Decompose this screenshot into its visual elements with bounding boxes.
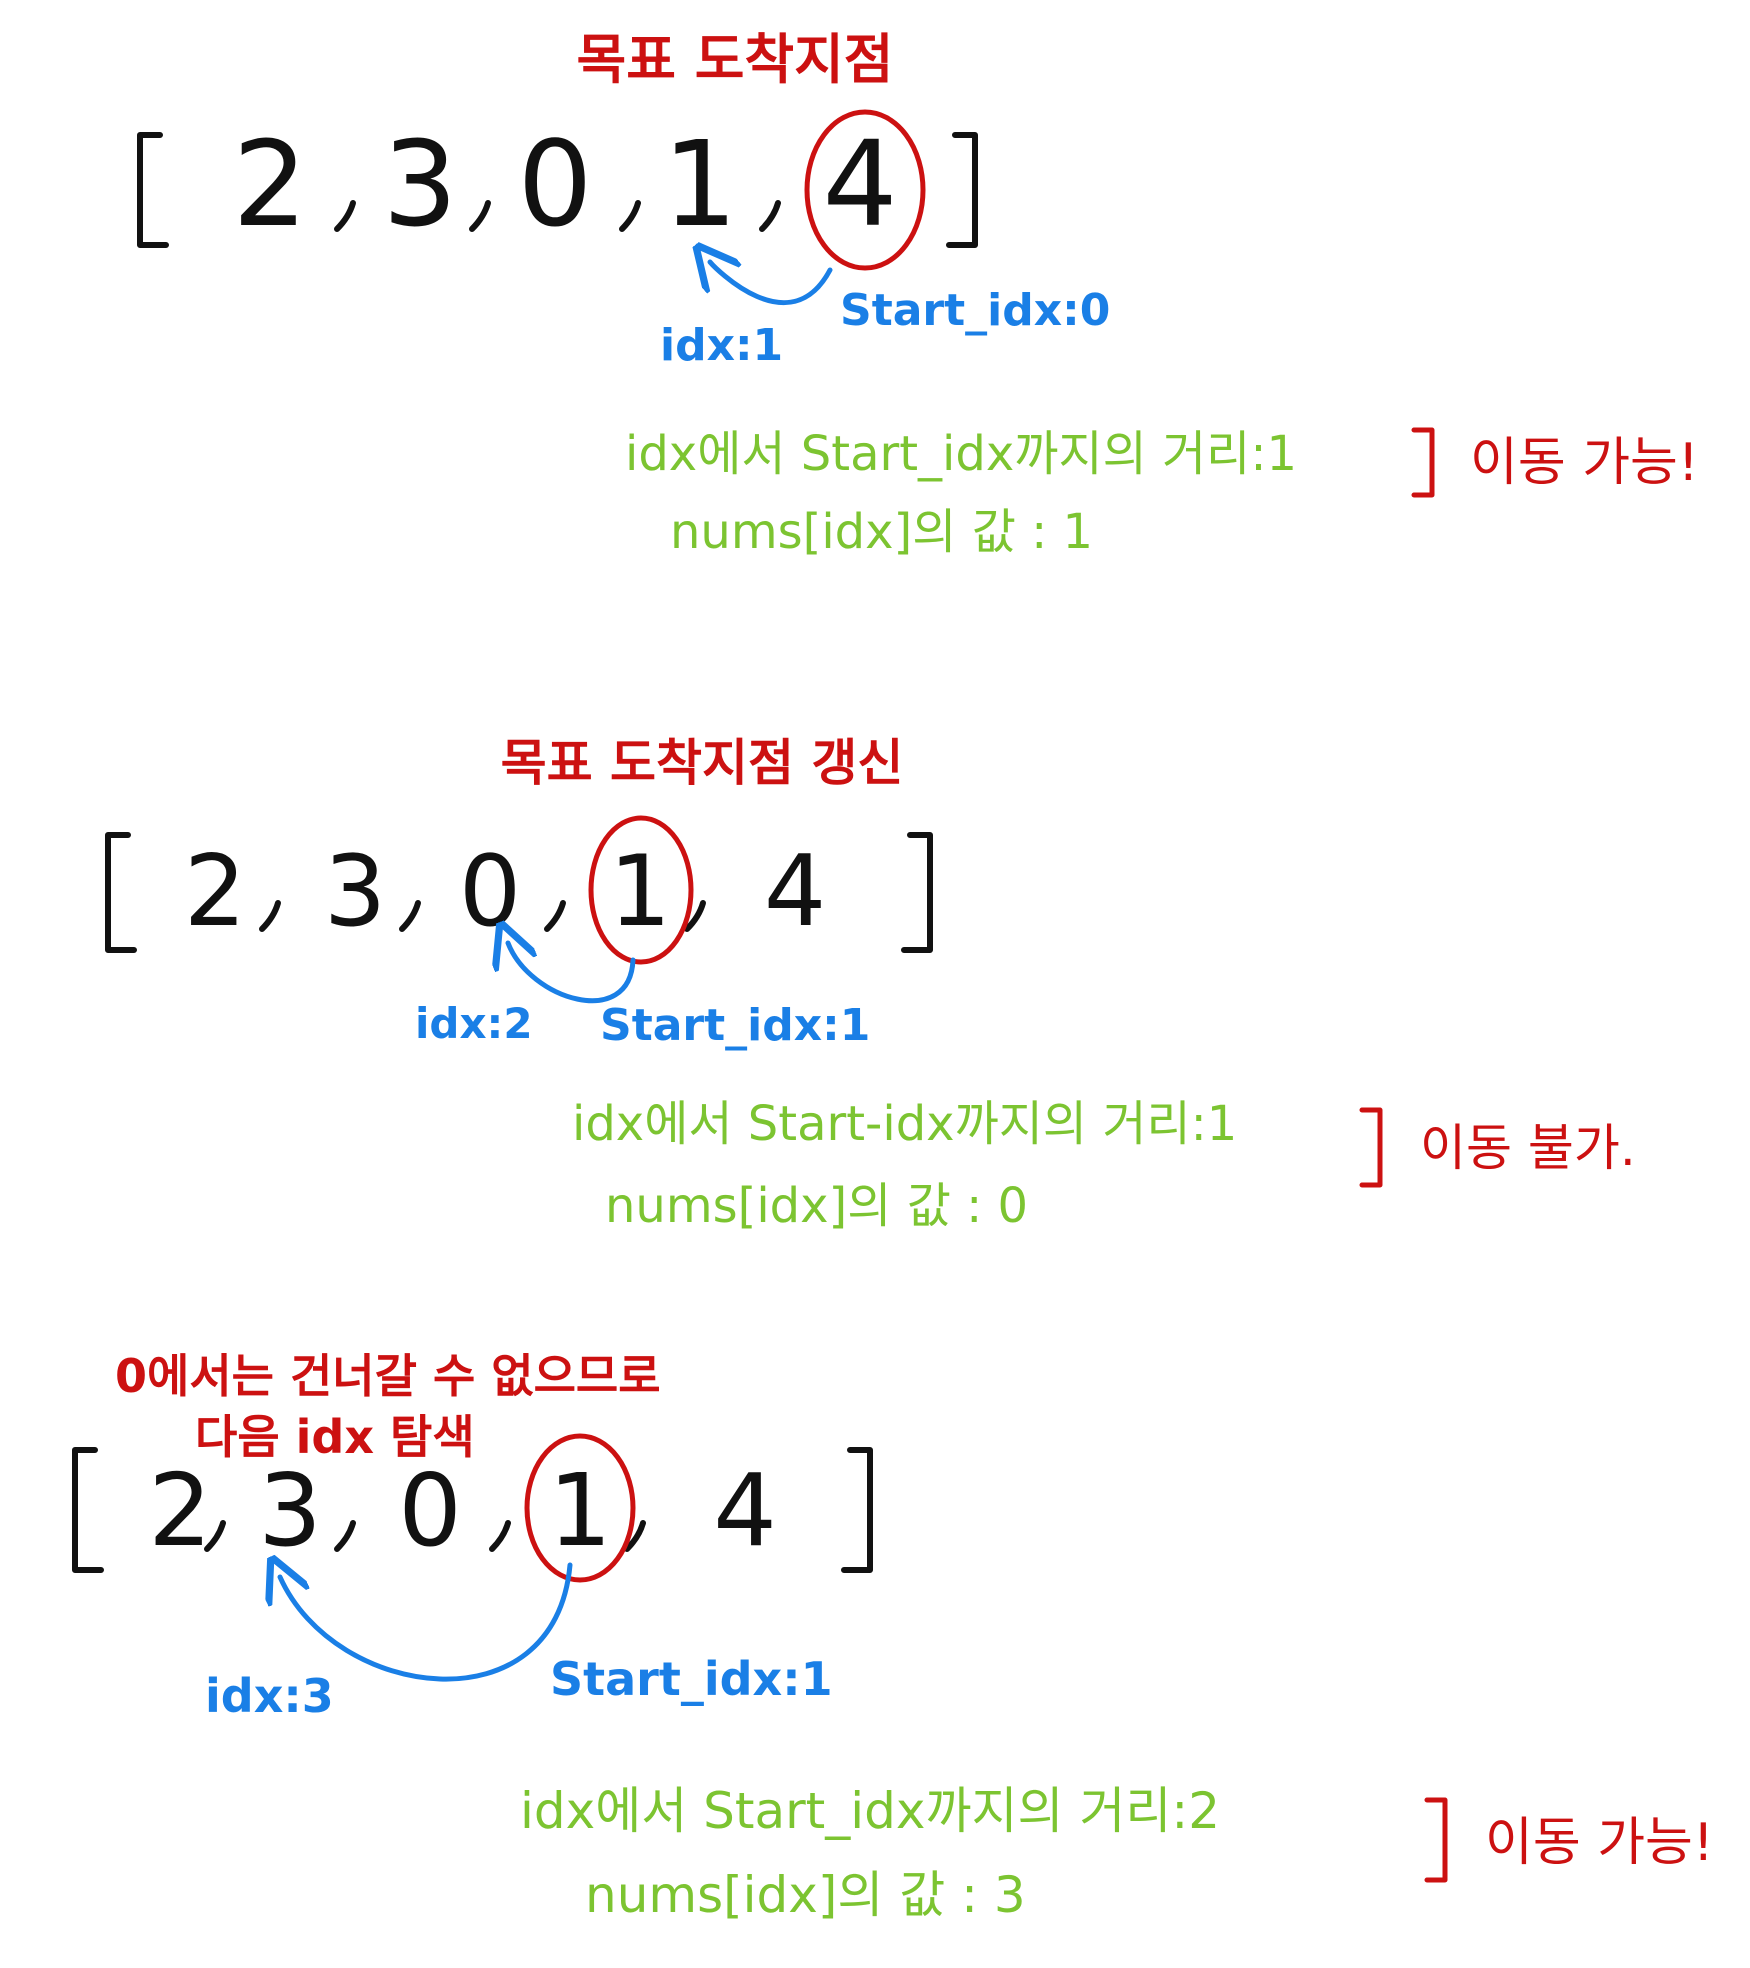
close-bracket bbox=[946, 132, 978, 248]
comma bbox=[204, 1520, 226, 1552]
start-idx-label: Start_idx:1 bbox=[600, 1000, 870, 1051]
open-bracket bbox=[105, 832, 137, 953]
comma bbox=[334, 1520, 356, 1552]
goal-heading: 다음 idx 탐색 bbox=[195, 1410, 475, 1464]
verdict-text: 이동 가능! bbox=[1470, 433, 1699, 493]
goal-heading: 목표 도착지점 갱신 bbox=[501, 734, 904, 792]
goal-heading: 목표 도착지점 bbox=[577, 28, 894, 91]
array-element: 4 bbox=[713, 1452, 777, 1569]
comma bbox=[469, 200, 491, 232]
close-bracket bbox=[901, 832, 933, 953]
goal-circle bbox=[804, 109, 926, 271]
array-element: 2 bbox=[232, 115, 307, 253]
value-text: nums[idx]의 값 : 0 bbox=[605, 1178, 1028, 1234]
comma bbox=[399, 900, 421, 932]
goal-circle bbox=[588, 815, 694, 965]
distance-text: idx에서 Start_idx까지의 거리:1 bbox=[625, 426, 1297, 482]
jump-arrow bbox=[710, 262, 833, 306]
verdict-brace bbox=[1359, 1107, 1383, 1188]
goal-heading: 0에서는 건너갈 수 없으므로 bbox=[115, 1349, 661, 1403]
verdict-text: 이동 불가. bbox=[1420, 1119, 1636, 1177]
array-element: 4 bbox=[764, 835, 826, 949]
comma bbox=[619, 200, 641, 232]
comma bbox=[489, 1520, 511, 1552]
array-element: 2 bbox=[184, 835, 246, 949]
idx-label: idx:3 bbox=[205, 1669, 334, 1723]
goal-circle bbox=[524, 1433, 636, 1583]
array-element: 4 bbox=[822, 115, 897, 253]
value-text: nums[idx]의 값 : 3 bbox=[585, 1866, 1026, 1924]
comma bbox=[759, 200, 781, 232]
comma bbox=[624, 1520, 646, 1552]
array-element: 0 bbox=[459, 835, 521, 949]
array-element: 3 bbox=[382, 115, 457, 253]
array-element: 1 bbox=[548, 1452, 612, 1569]
array-element: 3 bbox=[324, 835, 386, 949]
idx-label: idx:1 bbox=[660, 320, 783, 371]
comma bbox=[544, 900, 566, 932]
array-element: 3 bbox=[258, 1452, 322, 1569]
array-element: 2 bbox=[148, 1452, 212, 1569]
start-idx-label: Start_idx:0 bbox=[840, 285, 1110, 336]
idx-label: idx:2 bbox=[415, 999, 533, 1048]
distance-text: idx에서 Start_idx까지의 거리:2 bbox=[520, 1782, 1220, 1840]
jump-arrow bbox=[508, 943, 636, 1004]
jump-arrow bbox=[280, 1565, 573, 1682]
comma bbox=[684, 900, 706, 932]
array-element: 1 bbox=[609, 835, 671, 949]
close-bracket bbox=[841, 1447, 873, 1573]
verdict-brace bbox=[1411, 427, 1435, 498]
comma bbox=[259, 900, 281, 932]
verdict-text: 이동 가능! bbox=[1485, 1813, 1714, 1873]
comma bbox=[334, 200, 356, 232]
array-element: 1 bbox=[662, 115, 737, 253]
start-idx-label: Start_idx:1 bbox=[550, 1652, 833, 1706]
array-element: 0 bbox=[398, 1452, 462, 1569]
open-bracket bbox=[137, 132, 169, 248]
value-text: nums[idx]의 값 : 1 bbox=[670, 504, 1093, 560]
open-bracket bbox=[72, 1447, 104, 1573]
verdict-brace bbox=[1424, 1797, 1448, 1883]
array-element: 0 bbox=[517, 115, 592, 253]
distance-text: idx에서 Start-idx까지의 거리:1 bbox=[572, 1096, 1237, 1152]
